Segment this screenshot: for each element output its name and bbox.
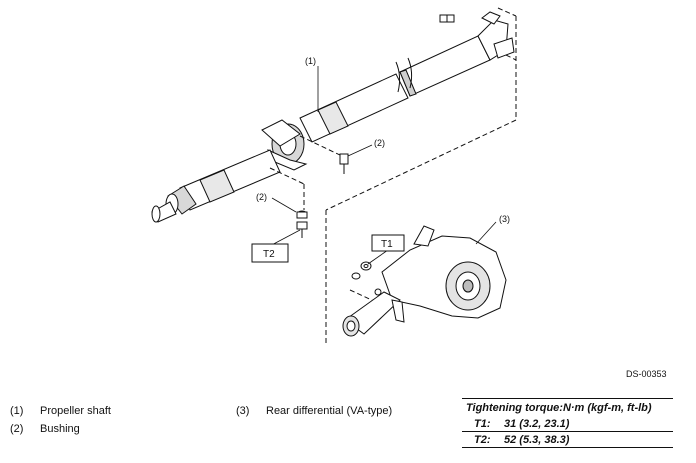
document-id: DS-00353 [626,369,667,379]
callout-1: (1) [305,56,316,66]
torque-table: Tightening torque:N·m (kgf-m, ft-lb) T1:… [462,398,673,448]
torque-value: 31 (3.2, 23.1) [504,418,570,430]
torque-value: 52 (5.3, 38.3) [504,434,570,446]
callout-3: (3) [499,214,510,224]
torque-title: Tightening torque:N·m (kgf-m, ft-lb) [466,402,652,414]
t2-label: T2 [263,249,275,260]
callout-2-upper: (2) [374,138,385,148]
shaft-break-marks [395,57,413,93]
bushing-upper [339,153,349,174]
torque-row-divider [462,431,673,432]
legend-item-3: (3) Rear differential (VA-type) [236,402,392,420]
rear-differential [342,225,507,337]
t1-nut [351,261,372,280]
flange-bolt [439,14,455,23]
legend-num: (1) [10,405,24,417]
legend-num: (3) [236,405,250,417]
legend-column-1: (1) Propeller shaft (2) Bushing [10,402,111,438]
torque-row-t2: T2: 52 (5.3, 38.3) [462,432,673,447]
torque-tag: T1: [474,418,491,430]
legend-column-2: (3) Rear differential (VA-type) [236,402,392,420]
assembly-guide-lines [269,7,517,345]
legend-text: Rear differential (VA-type) [266,405,393,417]
legend-text: Bushing [40,423,80,435]
t2-bolt [296,221,308,238]
t1-label: T1 [381,239,393,250]
torque-row-t1: T1: 31 (3.2, 23.1) [462,416,673,431]
t1-box [371,234,405,252]
legend-item-2: (2) Bushing [10,420,111,438]
callout-2-lower: (2) [256,192,267,202]
bushing-lower [296,210,308,219]
torque-top-rule [462,398,673,399]
torque-bottom-rule [462,447,673,448]
propeller-shaft [151,11,515,223]
legend-num: (2) [10,423,24,435]
legend-text: Propeller shaft [40,405,111,417]
legend-item-1: (1) Propeller shaft [10,402,111,420]
torque-tag: T2: [474,434,491,446]
exploded-view-diagram: (1) (2) (2) (3) T1 T2 [151,7,517,345]
t2-box [251,243,289,263]
